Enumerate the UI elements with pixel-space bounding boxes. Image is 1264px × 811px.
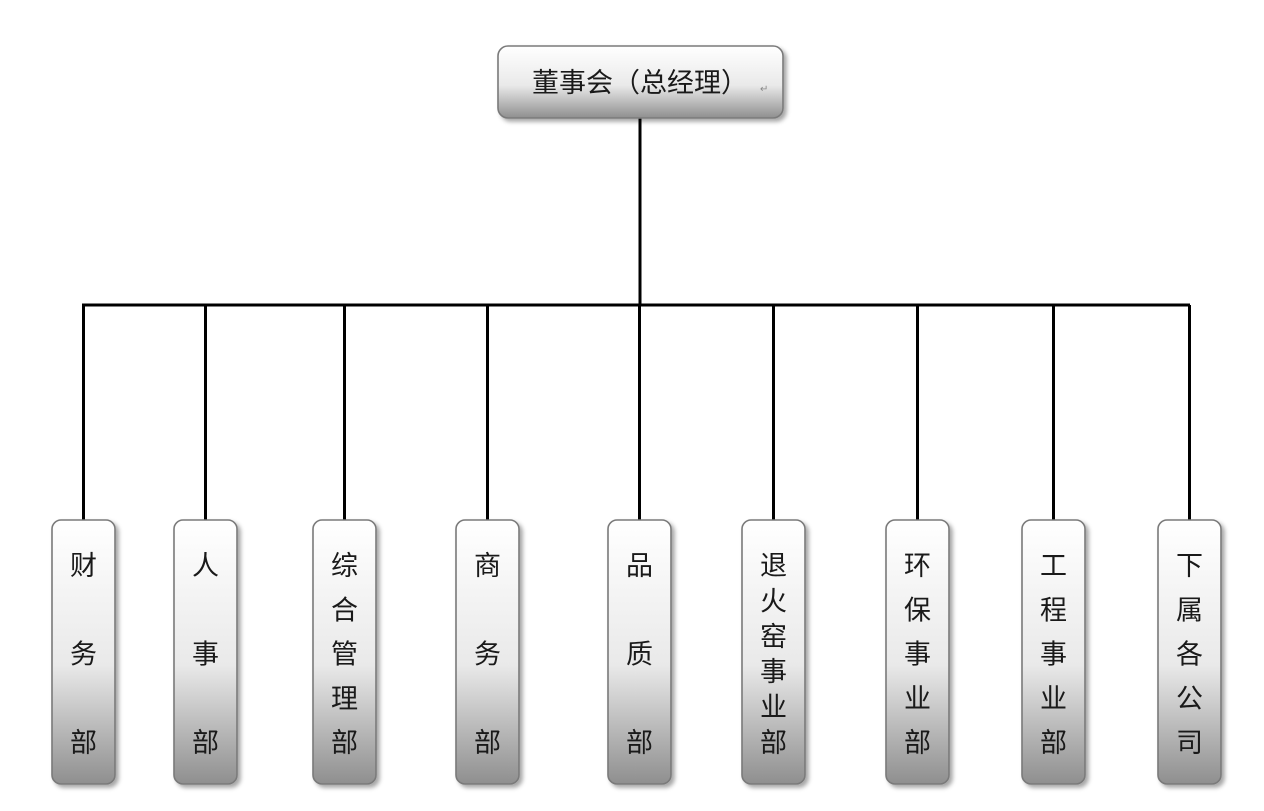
dept-node-environment[interactable]: 环保事业部: [885, 519, 950, 785]
dept-node-engineering[interactable]: 工程事业部: [1021, 519, 1086, 785]
dept-box-subsidiaries: [1157, 519, 1222, 785]
department-nodes: 财务部 人事部 综合管理部 商务部 品质部 退火窑事业部 环保事业部 工程事业部 下属各公司: [51, 519, 1222, 785]
dept-label-finance: 财务部: [70, 551, 97, 759]
dept-node-furnace[interactable]: 退火窑事业部: [741, 519, 806, 785]
department-connectors: [82, 305, 1191, 520]
root-node-box: [497, 45, 784, 119]
dept-node-subsidiaries[interactable]: 下属各公司: [1157, 519, 1222, 785]
paragraph-mark-icon: ↵: [760, 84, 768, 95]
dept-label-furnace: 退火窑事业部: [760, 551, 787, 759]
dept-label-engineering: 工程事业部: [1040, 551, 1067, 759]
dept-label-hr: 人事部: [192, 551, 219, 759]
dept-node-finance[interactable]: 财务部: [51, 519, 116, 785]
dept-node-hr[interactable]: 人事部: [173, 519, 238, 785]
dept-node-general-mgmt[interactable]: 综合管理部: [312, 519, 377, 785]
dept-label-business: 商务部: [474, 551, 501, 759]
dept-box-engineering: [1021, 519, 1086, 785]
dept-label-subsidiaries: 下属各公司: [1176, 551, 1203, 759]
root-node-label: 董事会（总经理）: [532, 68, 748, 99]
dept-box-finance: [51, 519, 116, 785]
dept-node-quality[interactable]: 品质部: [607, 519, 672, 785]
dept-label-general-mgmt: 综合管理部: [331, 551, 358, 759]
dept-box-business: [455, 519, 520, 785]
dept-box-general-mgmt: [312, 519, 377, 785]
dept-box-hr: [173, 519, 238, 785]
dept-box-furnace: [741, 519, 806, 785]
dept-label-environment: 环保事业部: [904, 551, 931, 759]
root-node[interactable]: 董事会（总经理） ↵: [497, 45, 784, 119]
dept-box-quality: [607, 519, 672, 785]
dept-node-business[interactable]: 商务部: [455, 519, 520, 785]
dept-box-environment: [885, 519, 950, 785]
connectors: [82, 118, 1191, 520]
dept-label-quality: 品质部: [626, 551, 653, 759]
